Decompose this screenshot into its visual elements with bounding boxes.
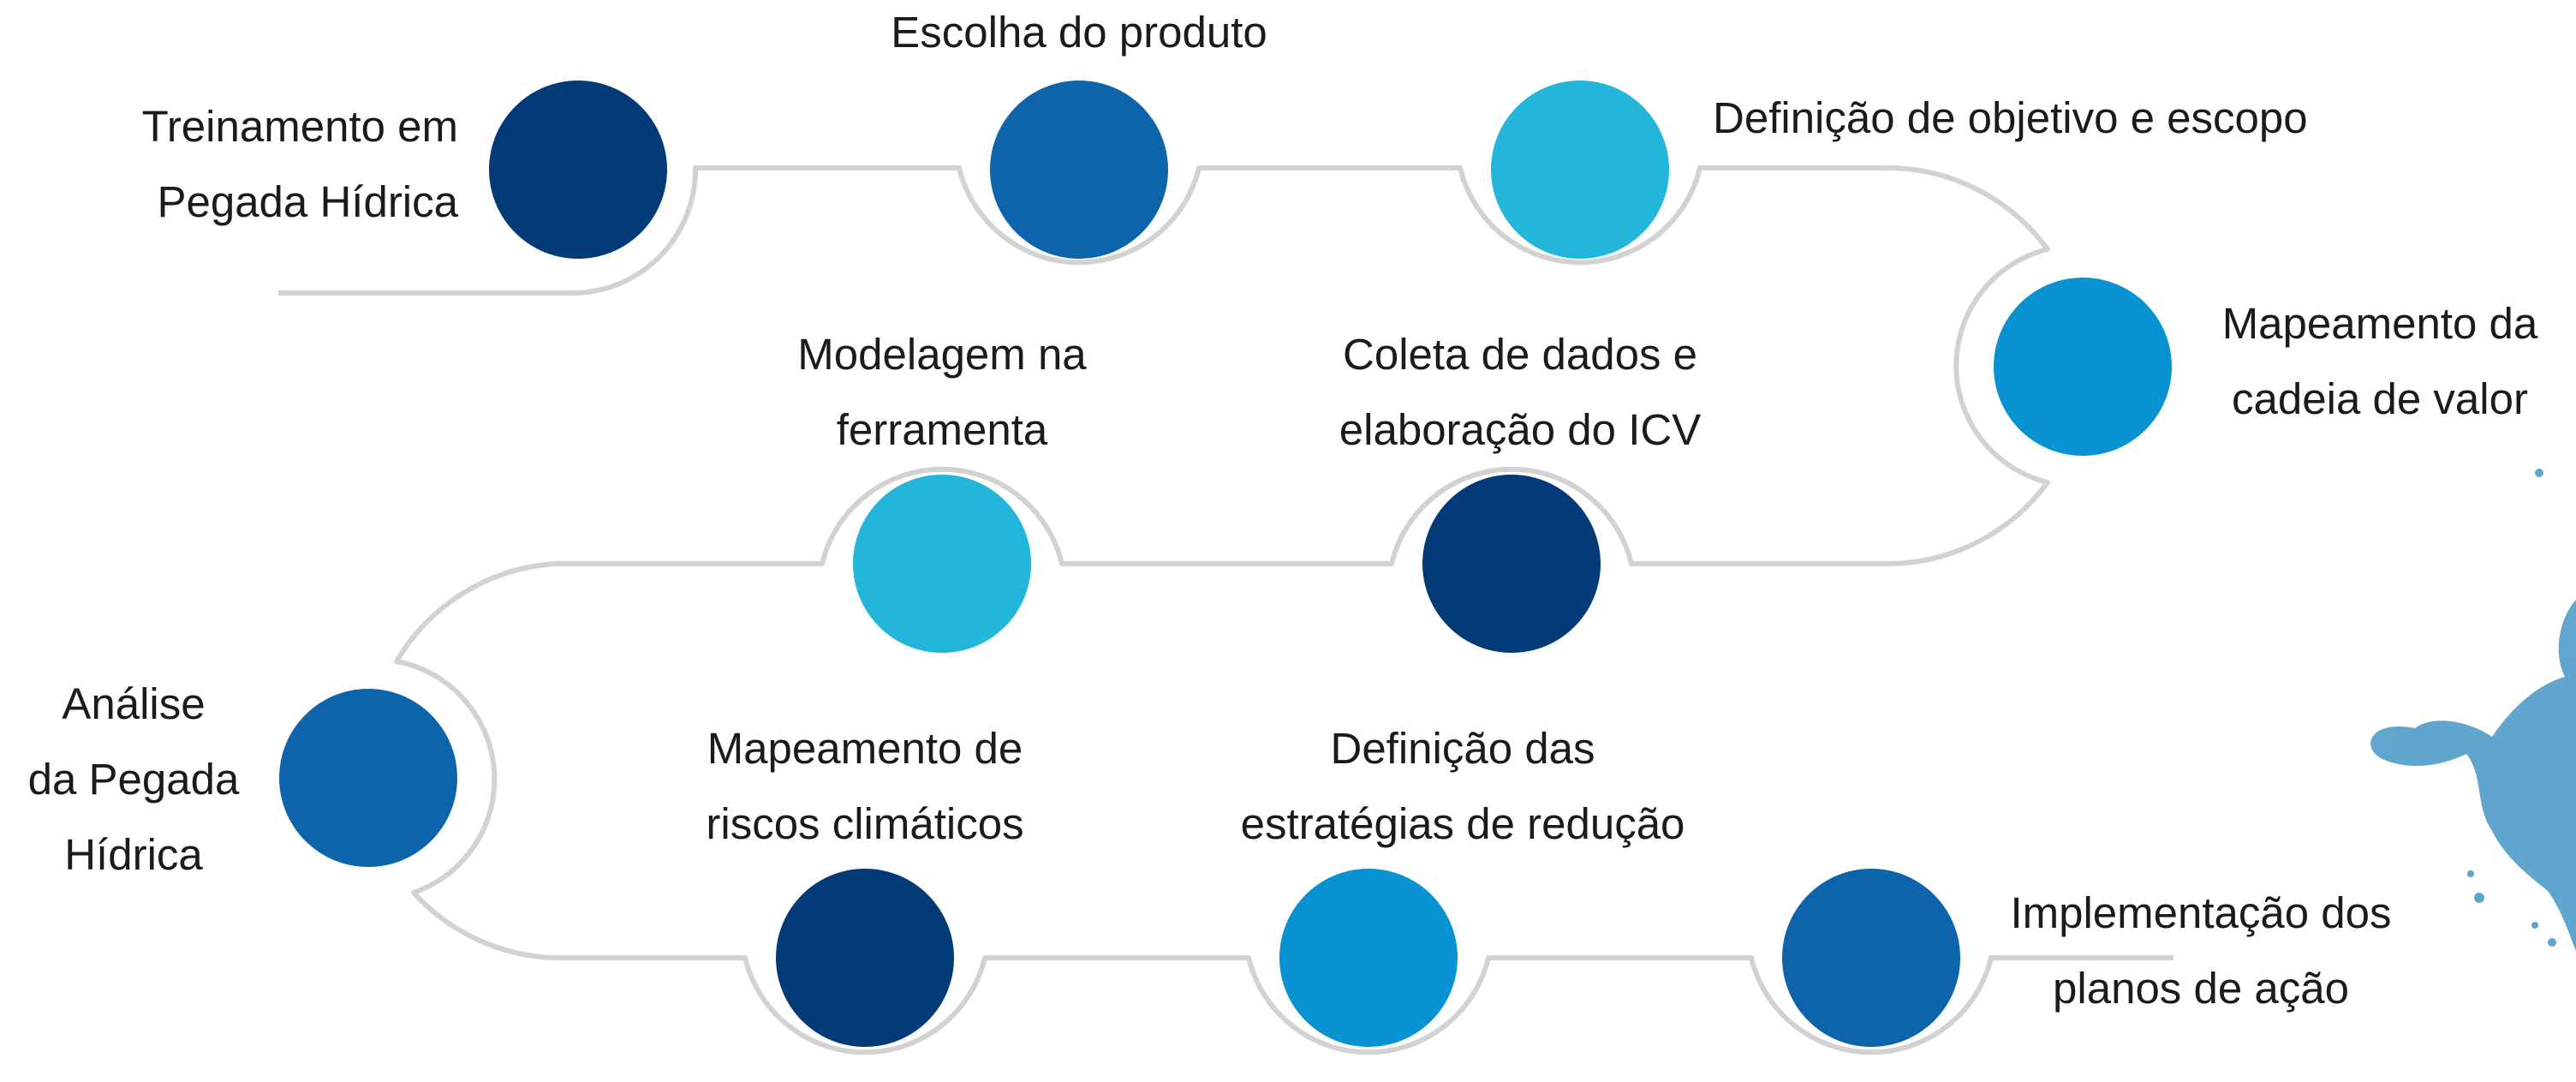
step-label-analise: Análise da Pegada Hídrica (0, 667, 267, 893)
step-label-implementacao: Implementação dos planos de ação (1961, 876, 2441, 1026)
step-label-line: riscos climáticos (706, 799, 1024, 848)
step-label-line: ferramenta (836, 405, 1048, 454)
step-label-line: Definição de objetivo e escopo (1713, 93, 2308, 142)
step-node-treinamento (489, 81, 667, 259)
step-label-escolha-produto: Escolha do produto (822, 0, 1336, 70)
step-label-mapeamento-cadeia: Mapeamento da cadeia de valor (2184, 286, 2576, 437)
step-label-line: planos de ação (2053, 964, 2349, 1013)
water-splash-icon (2370, 469, 2576, 951)
step-node-coleta-dados (1422, 475, 1601, 653)
step-label-treinamento: Treinamento em Pegada Hídrica (142, 89, 458, 240)
step-label-mapeamento-riscos: Mapeamento de riscos climáticos (608, 711, 1122, 862)
step-label-line: Treinamento em (141, 102, 458, 151)
step-label-line: Modelagem na (797, 330, 1087, 379)
step-node-mapeamento-riscos (776, 869, 954, 1047)
step-node-definicao-estrategias (1279, 869, 1458, 1047)
step-label-line: elaboração do ICV (1339, 405, 1702, 454)
step-label-line: Mapeamento de (707, 724, 1023, 773)
step-node-modelagem (853, 475, 1031, 653)
step-label-line: Implementação dos (2010, 888, 2392, 937)
step-label-definicao-estrategias: Definição das estratégias de redução (1120, 711, 1805, 862)
step-label-coleta-dados: Coleta de dados e elaboração do ICV (1255, 317, 1786, 468)
step-node-definicao-objetivo (1491, 81, 1669, 259)
step-node-mapeamento-cadeia (1994, 278, 2172, 456)
step-node-analise (279, 689, 457, 867)
step-label-definicao-objetivo: Definição de objetivo e escopo (1713, 81, 2308, 156)
step-label-line: estratégias de redução (1240, 799, 1685, 848)
step-label-modelagem: Modelagem na ferramenta (685, 317, 1199, 468)
step-label-line: Mapeamento da (2221, 299, 2538, 348)
step-label-line: da Pegada (27, 755, 240, 804)
step-label-line: Análise (62, 679, 206, 728)
step-label-line: Escolha do produto (891, 8, 1267, 57)
step-label-line: Coleta de dados e (1343, 330, 1697, 379)
step-label-line: Definição das (1330, 724, 1595, 773)
step-node-implementacao (1782, 869, 1960, 1047)
step-label-line: cadeia de valor (2232, 374, 2528, 423)
step-label-line: Hídrica (64, 830, 203, 879)
step-node-escolha-produto (990, 81, 1168, 259)
process-track (278, 165, 2174, 1055)
step-label-line: Pegada Hídrica (157, 177, 458, 226)
